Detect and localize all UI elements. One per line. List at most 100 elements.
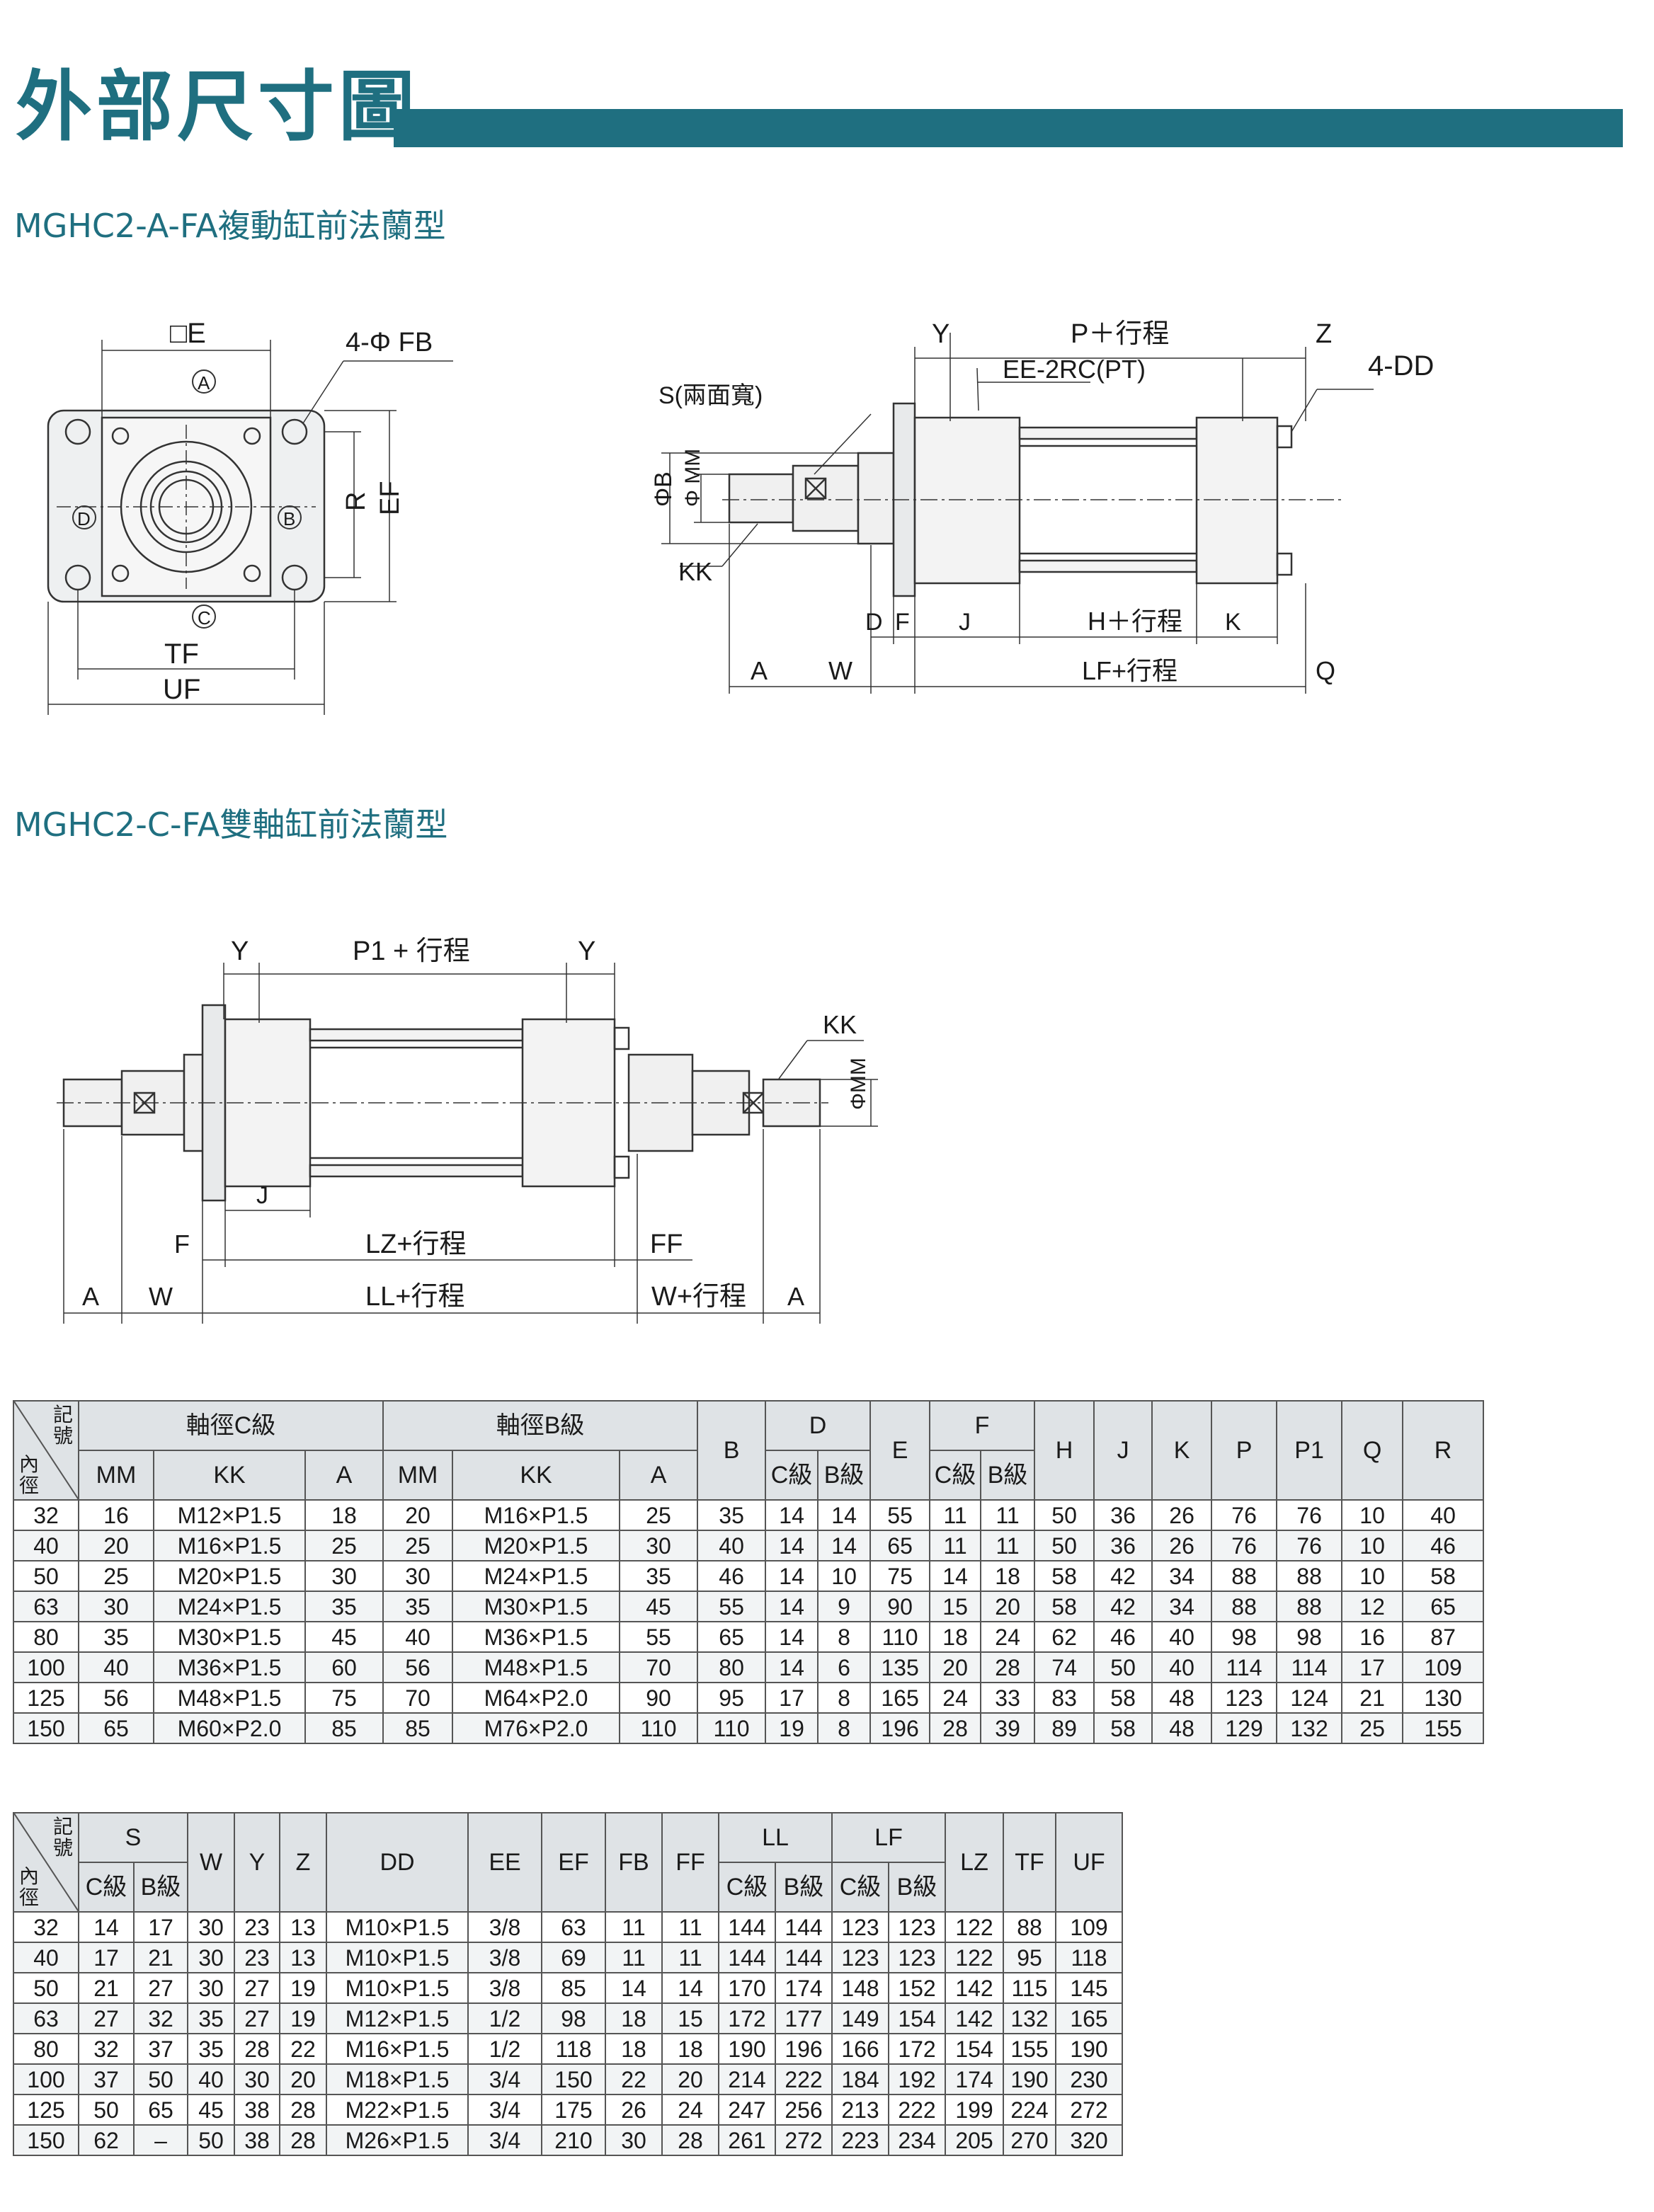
label-ll-stroke: LL+行程: [365, 1282, 464, 1312]
table-cell: 20: [661, 2063, 719, 2095]
table-cell: 196: [869, 1712, 931, 1744]
label-c-circle: C: [198, 607, 211, 629]
table2-header-s-b: B級: [133, 1862, 188, 1913]
table-cell: 20: [382, 1499, 454, 1531]
table1-header-k: K: [1151, 1400, 1213, 1501]
table-cell: 10: [1341, 1499, 1404, 1531]
table-cell: 3/8: [467, 1972, 542, 2004]
table-cell: 19: [279, 2002, 327, 2034]
table-cell: 40: [697, 1530, 767, 1561]
table2-header-uf: UF: [1055, 1812, 1124, 1913]
label-k: K: [1225, 609, 1241, 636]
table-cell: 22: [279, 2033, 327, 2065]
table-cell: 154: [945, 2033, 1005, 2065]
table-cell: 155: [1402, 1712, 1485, 1744]
table-cell: 125: [13, 1682, 79, 1714]
table-cell: 10: [817, 1560, 872, 1592]
table-cell: M10×P1.5: [326, 1942, 469, 1973]
table-cell: 28: [234, 2033, 280, 2065]
table-cell: 165: [1055, 2002, 1124, 2034]
table-cell: 30: [382, 1560, 454, 1592]
table-cell: 48: [1151, 1682, 1213, 1714]
table-cell: 28: [661, 2124, 719, 2156]
table-cell: 88: [1211, 1560, 1278, 1592]
table1-header-f-b: B級: [980, 1450, 1036, 1501]
table-cell: 3/8: [467, 1942, 542, 1973]
table-cell: 24: [929, 1682, 982, 1714]
table-cell: 110: [869, 1621, 931, 1653]
table-cell: 118: [1055, 1942, 1124, 1973]
table-cell: 55: [619, 1621, 699, 1653]
table-cell: 320: [1055, 2124, 1124, 2156]
table-cell: 80: [13, 2033, 79, 2065]
table-cell: 65: [697, 1621, 767, 1653]
table-cell: 26: [1151, 1530, 1213, 1561]
table-cell: 42: [1093, 1560, 1153, 1592]
table-cell: 58: [1093, 1712, 1153, 1744]
table-cell: 46: [697, 1560, 767, 1592]
table-cell: 36: [1093, 1530, 1153, 1561]
table2-group-s: S: [78, 1812, 188, 1863]
table-cell: M22×P1.5: [326, 2094, 469, 2126]
table-cell: 58: [1034, 1560, 1095, 1592]
table-cell: 58: [1093, 1682, 1153, 1714]
table2-header-ef: EF: [541, 1812, 606, 1913]
table-cell: 11: [661, 1942, 719, 1973]
label-e: □E: [170, 318, 206, 349]
table-cell: 145: [1055, 1972, 1124, 2004]
table-cell: 80: [697, 1651, 767, 1683]
table-cell: 28: [279, 2124, 327, 2156]
table-cell: 27: [133, 1972, 188, 2004]
table-cell: 224: [1003, 2094, 1057, 2126]
table-cell: 122: [945, 1911, 1005, 1943]
table-cell: 205: [945, 2124, 1005, 2156]
table1-header-j: J: [1093, 1400, 1153, 1501]
table-cell: 46: [1093, 1621, 1153, 1653]
table-cell: 165: [869, 1682, 931, 1714]
table-cell: M16×P1.5: [326, 2033, 469, 2065]
table-cell: 192: [888, 2063, 947, 2095]
table-cell: M76×P2.0: [452, 1712, 621, 1744]
table-cell: 23: [234, 1942, 280, 1973]
table-cell: 144: [718, 1911, 776, 1943]
double-acting-side-view-drawing: Y P＋行程 Z EE-2RC(PT) 4-DD S(兩面寬) ΦB Φ MM …: [650, 319, 1434, 694]
label-uf: UF: [163, 674, 200, 705]
table-cell: 40: [1151, 1651, 1213, 1683]
table-cell: 27: [234, 1972, 280, 2004]
label-a-right: A: [787, 1282, 804, 1311]
table-cell: 30: [304, 1560, 384, 1592]
table-cell: 35: [304, 1591, 384, 1622]
table-cell: 50: [1093, 1651, 1153, 1683]
table-cell: 144: [774, 1911, 833, 1943]
table-cell: 90: [869, 1591, 931, 1622]
label-phi-mm: Φ MM: [681, 449, 705, 507]
table-cell: 95: [697, 1682, 767, 1714]
label-w: W: [149, 1282, 173, 1311]
table-cell: M24×P1.5: [452, 1560, 621, 1592]
table-cell: 30: [234, 2063, 280, 2095]
table-cell: 24: [980, 1621, 1036, 1653]
table-cell: 20: [929, 1651, 982, 1683]
table-cell: 17: [765, 1682, 819, 1714]
table2-header-y: Y: [234, 1812, 280, 1913]
table-cell: 76: [1276, 1499, 1343, 1531]
table-cell: 40: [1151, 1621, 1213, 1653]
table-cell: 11: [929, 1530, 982, 1561]
table-cell: 222: [774, 2063, 833, 2095]
label-h-stroke: H＋行程: [1088, 607, 1182, 636]
table-cell: 63: [13, 1591, 79, 1622]
table-cell: 115: [1003, 1972, 1057, 2004]
table-cell: 80: [13, 1621, 79, 1653]
label-f: F: [174, 1230, 190, 1259]
table-cell: 11: [980, 1530, 1036, 1561]
table1-header-q: Q: [1341, 1400, 1404, 1501]
table-cell: M64×P2.0: [452, 1682, 621, 1714]
label-dd: 4-DD: [1368, 350, 1434, 382]
table-cell: 50: [13, 1972, 79, 2004]
table-cell: 50: [133, 2063, 188, 2095]
table-cell: 45: [619, 1591, 699, 1622]
